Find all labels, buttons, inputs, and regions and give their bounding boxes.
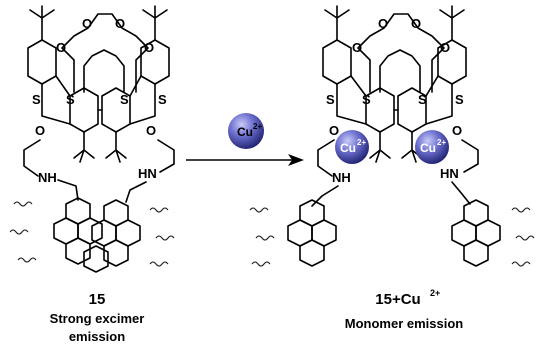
left-compound-number: 15 bbox=[89, 291, 106, 308]
bound-ion-1-label: Cu bbox=[340, 141, 356, 155]
right-s3: S bbox=[418, 92, 427, 107]
left-s1: S bbox=[32, 92, 41, 107]
compound-15-structure: O O O O S S S S O O NH HN bbox=[9, 5, 175, 273]
right-pyrene-2 bbox=[451, 199, 501, 267]
left-crown-o2: O bbox=[82, 16, 92, 31]
left-s2: S bbox=[66, 92, 75, 107]
left-caption-line2: emission bbox=[69, 329, 125, 344]
reagent-ion-charge: 2+ bbox=[253, 122, 262, 131]
right-crown-ether bbox=[357, 13, 445, 93]
right-ch2-2 bbox=[451, 181, 471, 205]
bound-cu-sphere-1: Cu 2+ bbox=[335, 130, 369, 164]
right-linker-2 bbox=[461, 139, 479, 173]
left-lower-tbutyl bbox=[73, 131, 127, 163]
right-caption-line1: Monomer emission bbox=[345, 316, 464, 331]
right-crown-o3: O bbox=[411, 16, 421, 31]
right-compound-charge: 2+ bbox=[430, 288, 440, 298]
left-o6: O bbox=[146, 123, 156, 138]
right-crown-o1: O bbox=[352, 40, 362, 55]
left-ch2-2 bbox=[125, 181, 147, 203]
reagent-ion-label: Cu bbox=[237, 125, 253, 139]
right-o6: O bbox=[452, 123, 462, 138]
left-linker-1 bbox=[23, 139, 41, 177]
left-s4: S bbox=[158, 92, 167, 107]
bound-cu-sphere-2: Cu 2+ bbox=[415, 130, 449, 164]
left-pyrene-2 bbox=[83, 199, 141, 273]
left-tbutyl-1 bbox=[29, 5, 55, 41]
left-crown-o4: O bbox=[144, 40, 154, 55]
right-ch2-1 bbox=[311, 185, 339, 207]
right-s2: S bbox=[362, 92, 371, 107]
left-nh: NH bbox=[38, 170, 57, 185]
left-crown-ether bbox=[61, 13, 149, 93]
right-crown-o4: O bbox=[440, 40, 450, 55]
left-caption-line1: Strong excimer bbox=[50, 311, 145, 326]
left-crown-o1: O bbox=[56, 40, 66, 55]
reaction-arrow bbox=[186, 154, 304, 166]
right-s1: S bbox=[326, 92, 335, 107]
bound-ion-1-charge: 2+ bbox=[357, 138, 366, 147]
left-tbutyl-2 bbox=[142, 5, 168, 41]
right-compound-number-group: 15+Cu 2+ bbox=[375, 288, 440, 308]
right-hn: HN bbox=[440, 166, 459, 181]
left-emission-waves bbox=[9, 201, 175, 267]
compound-15-cu-structure: O O O O S S S S O O NH HN Cu 2+ bbox=[249, 5, 535, 267]
right-nh: NH bbox=[332, 170, 351, 185]
left-crown-o3: O bbox=[115, 16, 125, 31]
bound-ion-2-label: Cu bbox=[420, 141, 436, 155]
right-s4: S bbox=[455, 92, 464, 107]
left-pyrene-1 bbox=[53, 197, 103, 265]
right-compound-number: 15+Cu bbox=[375, 291, 420, 308]
left-s3: S bbox=[120, 92, 129, 107]
left-o5: O bbox=[35, 123, 45, 138]
right-pyrene-1 bbox=[287, 199, 337, 267]
right-crown-o2: O bbox=[378, 16, 388, 31]
left-linker-2 bbox=[157, 139, 175, 173]
right-emission-waves bbox=[249, 207, 535, 267]
bound-ion-2-charge: 2+ bbox=[437, 138, 446, 147]
left-hn: HN bbox=[138, 166, 157, 181]
right-tbutyl-2 bbox=[439, 5, 465, 41]
left-ch2-1 bbox=[57, 179, 79, 201]
right-linker-1 bbox=[317, 139, 335, 177]
right-tbutyl-1 bbox=[324, 5, 350, 41]
left-calix-rings bbox=[27, 39, 170, 133]
reagent-cu-sphere: Cu 2+ bbox=[228, 113, 264, 149]
right-o5: O bbox=[329, 123, 339, 138]
right-lower-tbutyl bbox=[369, 131, 423, 163]
right-calix-rings bbox=[322, 39, 467, 133]
